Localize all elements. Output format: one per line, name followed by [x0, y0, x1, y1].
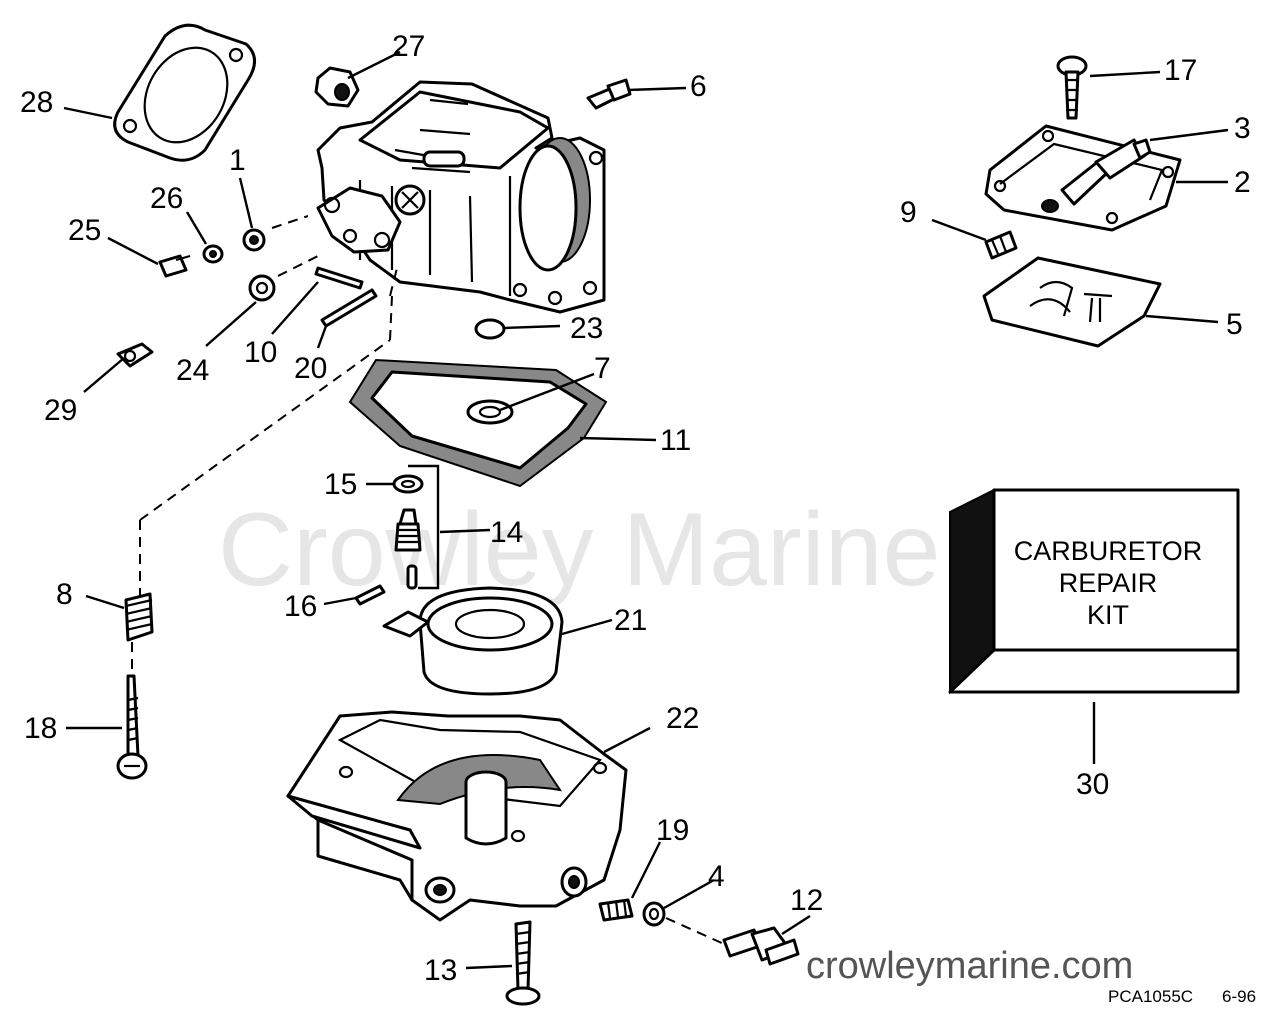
- star-washer-part: [242, 228, 266, 252]
- inlet-needle-seat-part: [394, 508, 422, 590]
- callout-25: 25: [68, 214, 101, 247]
- assembly-lines: [131, 215, 725, 945]
- callout-24: 24: [176, 354, 209, 387]
- callout-8: 8: [56, 578, 73, 611]
- callout-20: 20: [294, 352, 327, 385]
- flat-washer-part: [202, 244, 224, 264]
- plug-part: [474, 318, 506, 340]
- callout-28: 28: [20, 86, 53, 119]
- kit-label-line2: REPAIR: [1059, 568, 1158, 598]
- mixture-needle-part: [116, 674, 148, 780]
- repair-kit-box: CARBURETOR REPAIR KIT: [948, 488, 1240, 695]
- callout-14: 14: [490, 516, 523, 549]
- callout-26: 26: [150, 182, 183, 215]
- callout-7: 7: [594, 352, 611, 385]
- lever-washer-part: [248, 274, 276, 302]
- float-bowl-part: [286, 710, 628, 922]
- callout-5: 5: [1226, 308, 1243, 341]
- leader-lines: [63, 50, 1229, 970]
- spring-part: [124, 592, 154, 642]
- callout-10: 10: [244, 336, 277, 369]
- watermark-text: Crowley Marine: [218, 492, 940, 608]
- callout-12: 12: [790, 884, 823, 917]
- cover-screw-part: [1056, 55, 1088, 120]
- inlet-washer-part: [392, 474, 424, 494]
- callout-21: 21: [614, 604, 647, 637]
- float-part: [382, 586, 564, 696]
- callout-6: 6: [690, 70, 707, 103]
- fitting-screw-part: [586, 78, 632, 110]
- clip-part: [116, 342, 154, 368]
- drain-screw-part: [505, 920, 541, 1006]
- float-pin-part: [354, 584, 386, 606]
- bowl-gasket-part: [348, 358, 608, 488]
- diaphragm-part: [982, 256, 1162, 348]
- callout-22: 22: [666, 702, 699, 735]
- part-code-text: PCA1055C: [1108, 987, 1193, 1006]
- callout-13: 13: [424, 954, 457, 987]
- idle-screw-part: [598, 898, 634, 922]
- callout-9: 9: [900, 196, 917, 229]
- pin-part: [314, 266, 364, 290]
- callout-23: 23: [570, 312, 603, 345]
- website-text: crowleymarine.com: [806, 945, 1133, 987]
- callout-16: 16: [284, 590, 317, 623]
- cover-part: [984, 124, 1182, 232]
- callout-15: 15: [324, 468, 357, 501]
- carburetor-body-part: [316, 80, 606, 314]
- fuel-fitting-part: [722, 926, 800, 966]
- callout-4: 4: [708, 860, 725, 893]
- small-screw-part: [158, 254, 191, 278]
- washer-part: [642, 901, 666, 927]
- callout-2: 2: [1234, 166, 1251, 199]
- fitting-spring-part: [984, 230, 1018, 260]
- callout-3: 3: [1234, 112, 1251, 145]
- long-pin-part: [320, 288, 378, 328]
- hex-nut-part: [314, 66, 360, 108]
- callout-1: 1: [229, 144, 246, 177]
- flange-gasket-part: [113, 23, 256, 162]
- kit-label-line1: CARBURETOR: [1014, 536, 1203, 566]
- callout-29: 29: [44, 394, 77, 427]
- kit-label-line3: KIT: [1087, 600, 1129, 630]
- callout-labels: 1 2 3 4 5 6 7 8 9 10 11 12 13 14 15 16 1…: [20, 30, 1251, 987]
- date-code-text: 6-96: [1222, 987, 1256, 1006]
- callout-18: 18: [24, 712, 57, 745]
- callout-27: 27: [392, 30, 425, 63]
- callout-30: 30: [1076, 768, 1109, 801]
- callout-17: 17: [1164, 54, 1197, 87]
- callout-19: 19: [656, 814, 689, 847]
- callout-11: 11: [660, 424, 691, 457]
